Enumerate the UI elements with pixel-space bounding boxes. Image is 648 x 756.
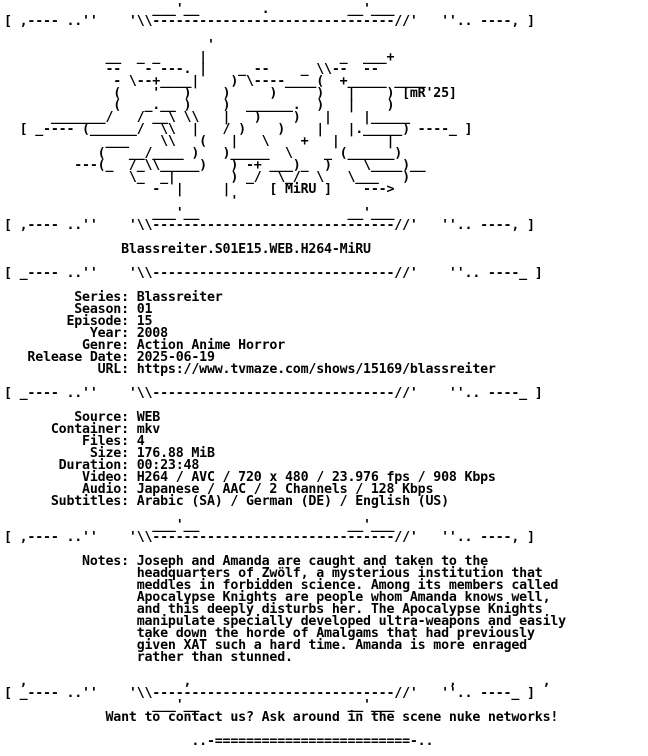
nfo-line: Duration: 00:23:48 bbox=[4, 458, 200, 473]
nfo-line: Size: 176.88 MiB bbox=[4, 446, 215, 461]
nfo-line: Container: mkv bbox=[4, 422, 161, 437]
nfo-line: [ _---- ..'' '\\------------------------… bbox=[4, 266, 543, 281]
nfo-line: ' bbox=[4, 38, 215, 53]
nfo-line: [ _---- (______/ \\ | / ) ) | |._____) -… bbox=[4, 122, 473, 137]
nfo-line: take down the horde of Amalgams that had… bbox=[4, 626, 535, 641]
nfo-line: manipulate specially developed ultra-wea… bbox=[4, 614, 567, 629]
nfo-line: [ ,---- ..'' '\\------------------------… bbox=[4, 14, 535, 29]
nfo-line: __ _ _ | _ ___+ bbox=[4, 50, 395, 65]
nfo-line: [ _---- ..'' '\\------------------------… bbox=[4, 686, 535, 701]
nfo-line: Notes: Joseph and Amanda are caught and … bbox=[4, 554, 488, 569]
nfo-line: Episode: 15 bbox=[4, 314, 153, 329]
nfo-line: Year: 2008 bbox=[4, 326, 168, 341]
nfo-line: ( __/____ ) )_____ \ _ (______) bbox=[4, 146, 403, 161]
nfo-line: ___'__ . __'___ bbox=[4, 2, 395, 17]
nfo-line: - | | [ MiRU ] ---> bbox=[4, 182, 395, 197]
nfo-line: meddles in forbidden science. Among its … bbox=[4, 578, 559, 593]
nfo-line: ( _.__ ) ) ______. ) | ) bbox=[4, 98, 395, 113]
nfo-line: Release Date: 2025-06-19 bbox=[4, 350, 215, 365]
nfo-line: Subtitles: Arabic (SA) / German (DE) / E… bbox=[4, 494, 449, 509]
nfo-line: Blassreiter.S01E15.WEB.H264-MiRU bbox=[4, 242, 371, 257]
nfo-line: Series: Blassreiter bbox=[4, 290, 223, 305]
nfo-line: headquarters of Zwölf, a mysterious inst… bbox=[4, 566, 543, 581]
nfo-line: ..-=========================-.. bbox=[4, 734, 434, 749]
nfo-line: - \--+____| ) \----____( +_____ ____ bbox=[4, 74, 426, 89]
nfo-line: Want to contact us? Ask around in the sc… bbox=[4, 710, 559, 725]
nfo-line: rather than stunned. bbox=[4, 650, 293, 665]
nfo-line: ( ' ) ) ) ) | ) [mR'25] bbox=[4, 86, 457, 101]
nfo-line: Season: 01 bbox=[4, 302, 153, 317]
nfo-line: Apocalypse Knights are people whom Amand… bbox=[4, 590, 551, 605]
nfo-line: Files: 4 bbox=[4, 434, 145, 449]
nfo-line: _______/ / __\ \\ | ) ) | |_____ bbox=[4, 110, 410, 125]
nfo-line: [ ,---- ..'' '\\------------------------… bbox=[4, 530, 535, 545]
nfo-line: [ _---- ..'' '\\------------------------… bbox=[4, 386, 543, 401]
nfo-line: Source: WEB bbox=[4, 410, 161, 425]
nfo-line: Video: H264 / AVC / 720 x 480 / 23.976 f… bbox=[4, 470, 496, 485]
nfo-line: Genre: Action Anime Horror bbox=[4, 338, 285, 353]
nfo-line: [ ,---- ..'' '\\------------------------… bbox=[4, 218, 535, 233]
nfo-line: and this deeply disturbs her. The Apocal… bbox=[4, 602, 543, 617]
nfo-line: -- - ---. | _ -- _ \\-- -- bbox=[4, 62, 379, 77]
nfo-line: \_ _| ) _/ \_/ \ \___ ) bbox=[4, 170, 410, 185]
nfo-line: ___'__ __'___ bbox=[4, 518, 395, 533]
nfo-line: given XAT such a hard time. Amanda is mo… bbox=[4, 638, 527, 653]
nfo-line: ___ \\ ( | \ + | | bbox=[4, 134, 395, 149]
nfo-line: ___'__ __'___ bbox=[4, 698, 395, 713]
nfo-line: Audio: Japanese / AAC / 2 Channels / 128… bbox=[4, 482, 434, 497]
nfo-line: URL: https://www.tvmaze.com/shows/15169/… bbox=[4, 362, 496, 377]
nfo-line: ___'__ __'___ bbox=[4, 206, 395, 221]
nfo-line: ---(_ /_\\_____) ) -+ ___)_ ) \____)__ bbox=[4, 158, 426, 173]
nfo-document: ___'__ . __'___[ ,---- ..'' '\\---------… bbox=[4, 2, 567, 749]
nfo-line: , , , , bbox=[4, 674, 551, 689]
nfo-line: ' bbox=[4, 194, 239, 209]
